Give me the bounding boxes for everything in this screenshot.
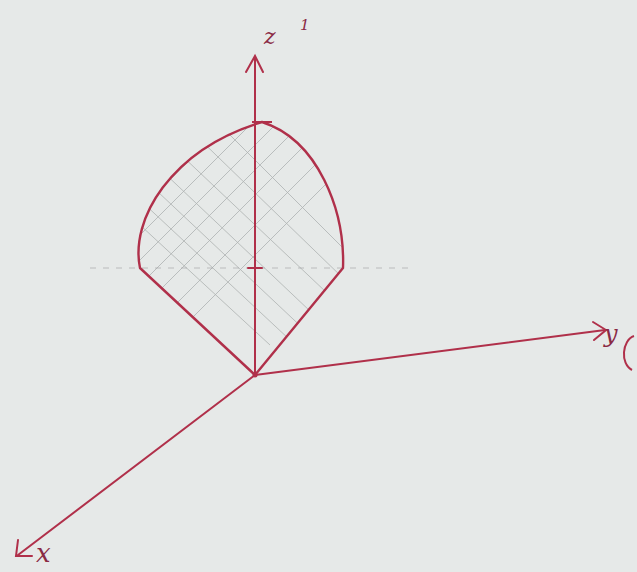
hatching <box>140 115 345 345</box>
axis-label: x <box>36 540 51 566</box>
origin-dot <box>253 373 258 378</box>
axis-label: y <box>604 322 618 346</box>
axis-label: 1 <box>300 18 310 33</box>
axis-label: z <box>264 26 276 48</box>
solid-outline <box>139 122 344 375</box>
tick-mark <box>252 121 272 123</box>
partial-bracket <box>624 336 634 370</box>
axes <box>16 56 606 556</box>
